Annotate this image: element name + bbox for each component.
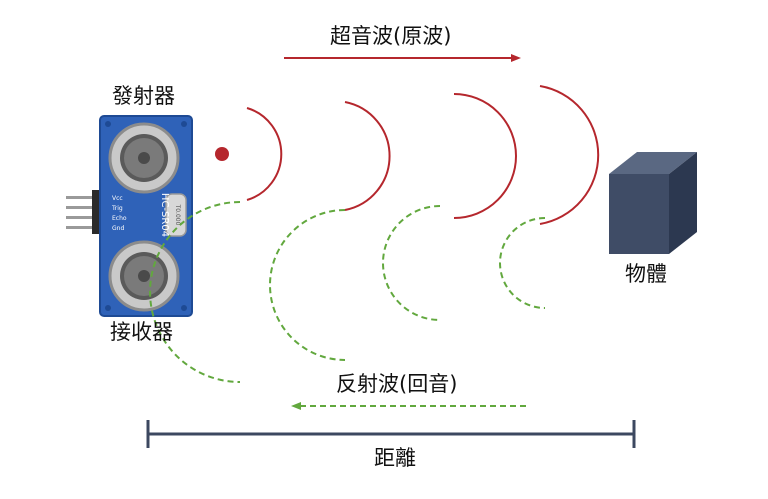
distance-bar	[146, 420, 636, 448]
outgoing-wavefronts	[246, 85, 600, 225]
ultrasonic-sensor-module: T0.000 HC-SR04 Vcc Trig Echo Gnd	[66, 115, 193, 317]
crystal-label: T0.000	[174, 204, 181, 226]
transmitter-label: 發射器	[112, 84, 175, 108]
pin-label-gnd: Gnd	[112, 225, 124, 232]
reflected-wave-label: 反射波(回音)	[336, 372, 458, 396]
pin-label-echo: Echo	[112, 215, 127, 222]
reflected-wavefront-4	[499, 217, 546, 309]
emitted-pulse-dot	[215, 147, 229, 161]
object-label: 物體	[625, 262, 667, 286]
outgoing-wavefront-3	[453, 93, 517, 219]
pin-label-trig: Trig	[111, 205, 123, 212]
crystal-oscillator	[165, 193, 187, 237]
outgoing-direction-arrow	[284, 54, 521, 62]
distance-label: 距離	[374, 446, 416, 470]
pin-label-vcc: Vcc	[112, 195, 123, 202]
transmitter-transducer	[108, 122, 180, 194]
ultrasonic-wave-label: 超音波(原波)	[330, 24, 452, 48]
target-object-cube	[609, 152, 697, 254]
outgoing-wavefront-2	[344, 101, 391, 211]
reflected-wavefront-2	[269, 209, 346, 361]
sensor-model-label: HC-SR04	[159, 193, 170, 237]
sensor-pin-header	[66, 190, 104, 234]
cube-top	[609, 152, 697, 174]
cube-front	[609, 174, 669, 254]
receiver-label: 接收器	[110, 320, 173, 344]
outgoing-wavefront-4	[539, 85, 600, 225]
cube-side	[669, 152, 697, 254]
reflected-direction-arrow	[291, 402, 530, 410]
reflected-wavefronts	[149, 201, 546, 383]
outgoing-wavefront-1	[246, 107, 283, 201]
reflected-wavefront-3	[382, 205, 441, 321]
receiver-transducer	[108, 240, 180, 312]
reflected-wavefront-1	[149, 201, 241, 383]
